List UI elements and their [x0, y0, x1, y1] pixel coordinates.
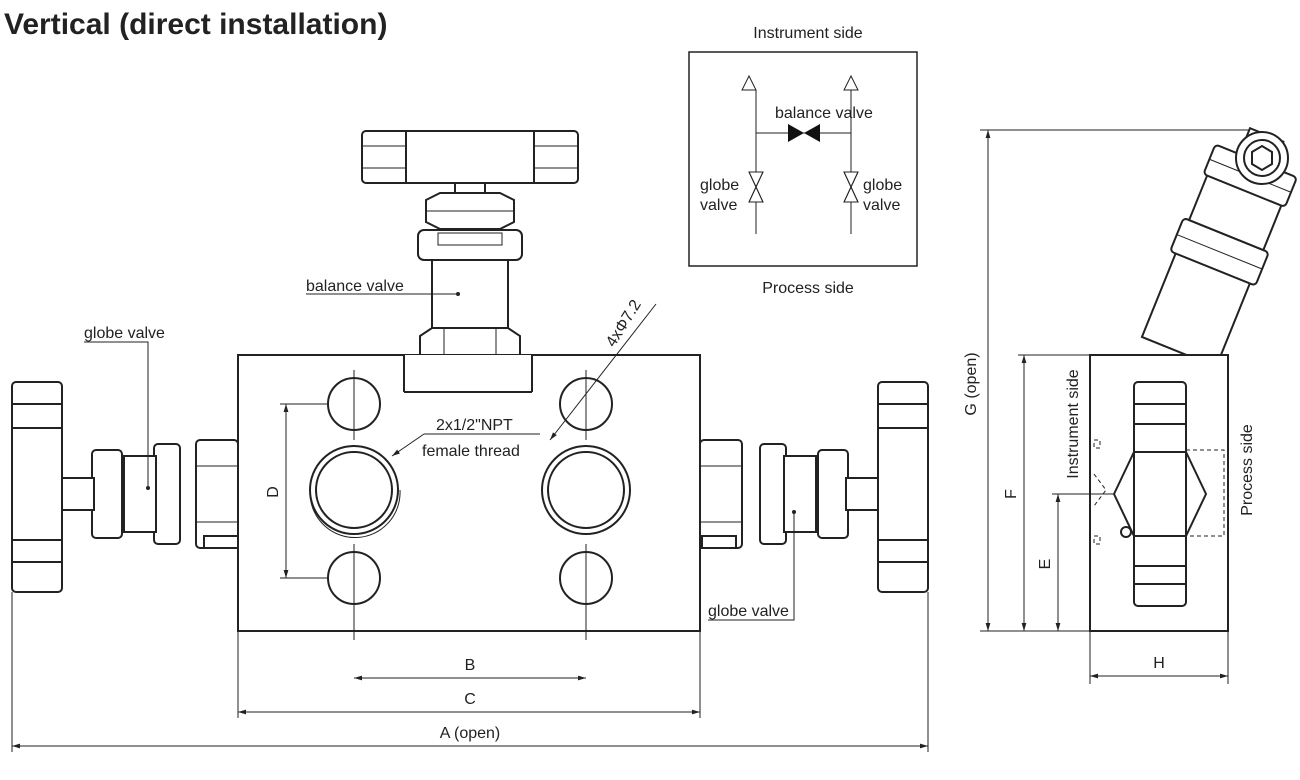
dim-g-label: G (open): [963, 352, 980, 415]
globe-valve-right-label: globe valve: [708, 603, 789, 620]
left-globe-handle: [11, 381, 63, 593]
schematic-balance-label: balance valve: [775, 105, 873, 122]
page-title: Vertical (direct installation): [4, 8, 388, 41]
dim-c-label: C: [464, 691, 476, 708]
globe-valve-left-label: globe valve: [84, 325, 165, 342]
dim-f-label: F: [1003, 489, 1020, 499]
front-view: balance valve globe valve globe valve 2x…: [11, 130, 929, 752]
left-union-nut: [195, 439, 239, 549]
hole-label: 4xΦ7.2: [603, 297, 645, 350]
schematic-globe-left-2: valve: [700, 197, 737, 214]
dim-e-label: E: [1037, 559, 1054, 570]
dim-d-label: D: [265, 486, 282, 498]
schematic-globe-right-1: globe: [863, 177, 902, 194]
dim-a-label: A (open): [440, 725, 500, 742]
schematic-frame: [688, 51, 918, 267]
schematic-arrow-right: [843, 74, 859, 91]
balance-handle: [361, 130, 579, 184]
right-union-nut: [699, 439, 743, 549]
dim-b-label: B: [465, 657, 476, 674]
balance-valve-symbol: [788, 124, 804, 142]
schematic-bottom-label: Process side: [762, 280, 854, 297]
valve-schematic: Instrument side Process side balance val…: [688, 25, 918, 297]
dim-h-label: H: [1153, 655, 1165, 672]
port-label-2: female thread: [422, 443, 520, 460]
side-instrument-label: Instrument side: [1065, 369, 1082, 478]
side-process-label: Process side: [1239, 424, 1256, 516]
schematic-globe-left-1: globe: [700, 177, 739, 194]
schematic-arrow-left: [741, 74, 757, 91]
npt-port-right: [541, 445, 631, 535]
port-label-1: 2x1/2"NPT: [436, 417, 513, 434]
balance-valve-label: balance valve: [306, 278, 404, 295]
right-globe-handle: [877, 381, 929, 593]
schematic-top-label: Instrument side: [753, 25, 862, 42]
schematic-globe-right-2: valve: [863, 197, 900, 214]
side-view: Instrument side Process side G (open) F …: [963, 126, 1297, 684]
npt-port-left: [309, 445, 399, 535]
